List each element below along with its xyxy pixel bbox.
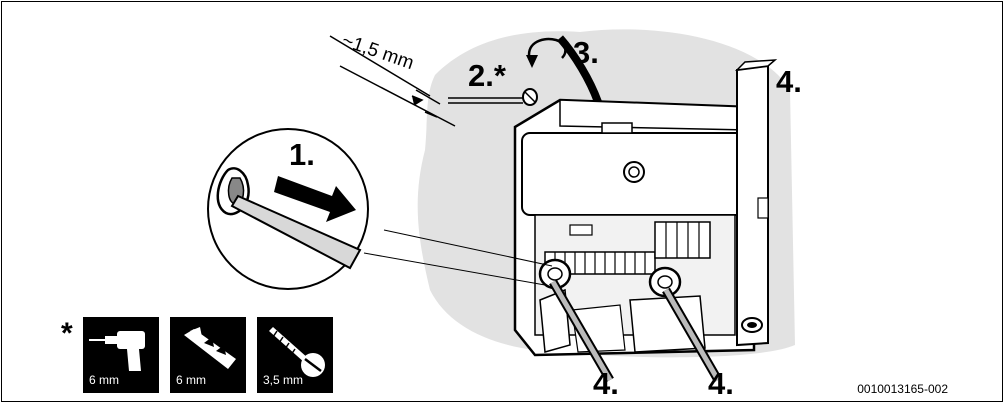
drill-size-label: 6 mm [89,373,119,387]
step-4-bottom-left-label: 4. [593,366,619,401]
step-3-label: 3. [573,35,599,70]
screwdriver-right [662,287,722,383]
drill-icon [89,331,145,371]
detail-magnifier [207,128,369,290]
cable [556,35,602,104]
step-1-label: 1. [289,137,315,172]
mounting-rail [734,59,778,347]
screw-size-label: 3,5 mm [263,373,304,387]
push-arrow-icon [274,176,356,222]
wall-plug-icon [184,327,236,369]
step-2-label: 2.* [468,58,506,93]
dimension-lines [329,35,456,127]
controller-housing [513,98,756,357]
screw-icon [448,88,538,106]
document-code: 0010013165-002 [857,382,948,396]
accessory-marker: * [61,317,73,350]
step-4-right-label: 4. [776,64,802,99]
wall-plug-tool: 6 mm [170,317,246,393]
drill-tool: 6 mm [83,317,159,393]
wall-plug-size-label: 6 mm [176,373,206,387]
step-4-bottom-right-label: 4. [708,366,734,401]
curved-arrow-icon [527,37,567,61]
screwdriver-left [549,279,614,383]
screw-tool-icon [269,327,325,377]
screw-tool: 3,5 mm [257,317,333,393]
